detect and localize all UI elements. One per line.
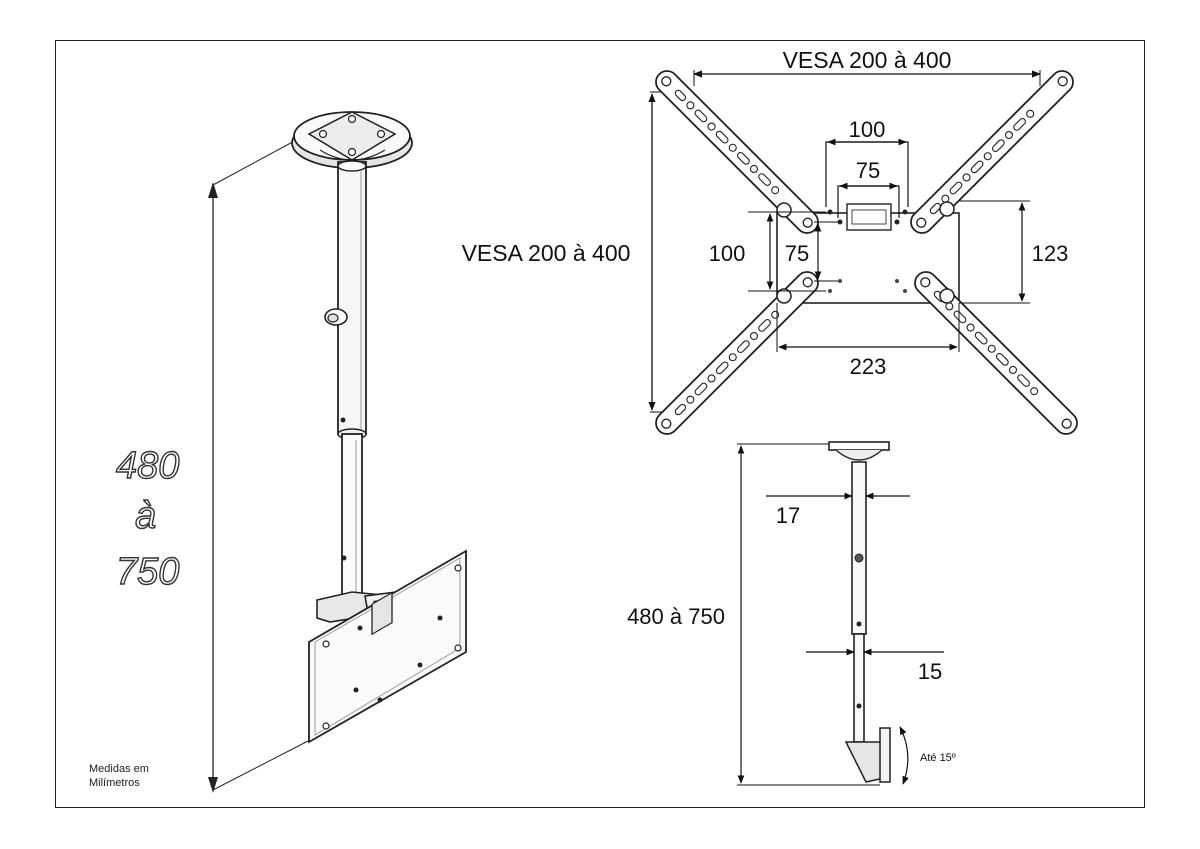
iso-arrow-top xyxy=(208,182,218,198)
iso-arrow-bottom xyxy=(208,777,218,793)
side-ceiling-cap xyxy=(828,441,890,451)
vesa-height-label: VESA 200 à 400 xyxy=(462,240,631,266)
side-height-label: 480 à 750 xyxy=(627,604,725,629)
arm-bottom-right xyxy=(910,267,1081,438)
plate-width-label: 223 xyxy=(850,354,887,379)
tilt-arc xyxy=(899,726,909,785)
upper-tube xyxy=(337,160,367,440)
tilt-label: Até 15º xyxy=(920,752,956,764)
front-view: VESA 200 à 400 VESA 200 à 400 100 xyxy=(462,47,1082,439)
side-upper-tube xyxy=(851,461,867,635)
vesa-width-label: VESA 200 à 400 xyxy=(783,47,952,73)
plate-height-label: 123 xyxy=(1032,241,1069,266)
iso-dimension-leader-bottom xyxy=(212,739,311,791)
arm-bottom-left xyxy=(651,267,822,438)
isometric-view: 480 à 750 xyxy=(115,111,467,793)
iso-height-label-top: 480 xyxy=(116,445,179,487)
hole-100-vertical-label: 100 xyxy=(709,241,746,266)
side-tilt-bracket xyxy=(844,727,891,783)
side-top-diameter-label: 17 xyxy=(776,503,800,528)
hole-100-horizontal-label: 100 xyxy=(849,117,886,142)
hole-75-horizontal-label: 75 xyxy=(856,158,880,183)
lower-tube xyxy=(341,433,363,607)
iso-dimension-leader-top xyxy=(212,137,301,186)
units-note-line1: Medidas em xyxy=(89,763,149,775)
side-bottom-diameter-label: 15 xyxy=(918,659,942,684)
arm-top-right xyxy=(906,66,1077,237)
iso-height-label-mid: à xyxy=(135,495,156,537)
front-bracket xyxy=(846,203,892,231)
units-note-line2: Milímetros xyxy=(89,777,140,789)
units-note: Medidas em Milímetros xyxy=(89,762,149,790)
iso-height-label-bottom: 750 xyxy=(116,551,179,593)
ceiling-plate xyxy=(291,111,413,169)
side-lower-tube xyxy=(853,633,865,743)
drawing-frame xyxy=(55,40,1145,808)
tv-mount-plate xyxy=(308,549,467,744)
hole-75-vertical-label: 75 xyxy=(785,241,809,266)
locking-knob xyxy=(324,308,348,326)
side-view: 480 à 750 17 15 Até 15º xyxy=(627,441,956,786)
